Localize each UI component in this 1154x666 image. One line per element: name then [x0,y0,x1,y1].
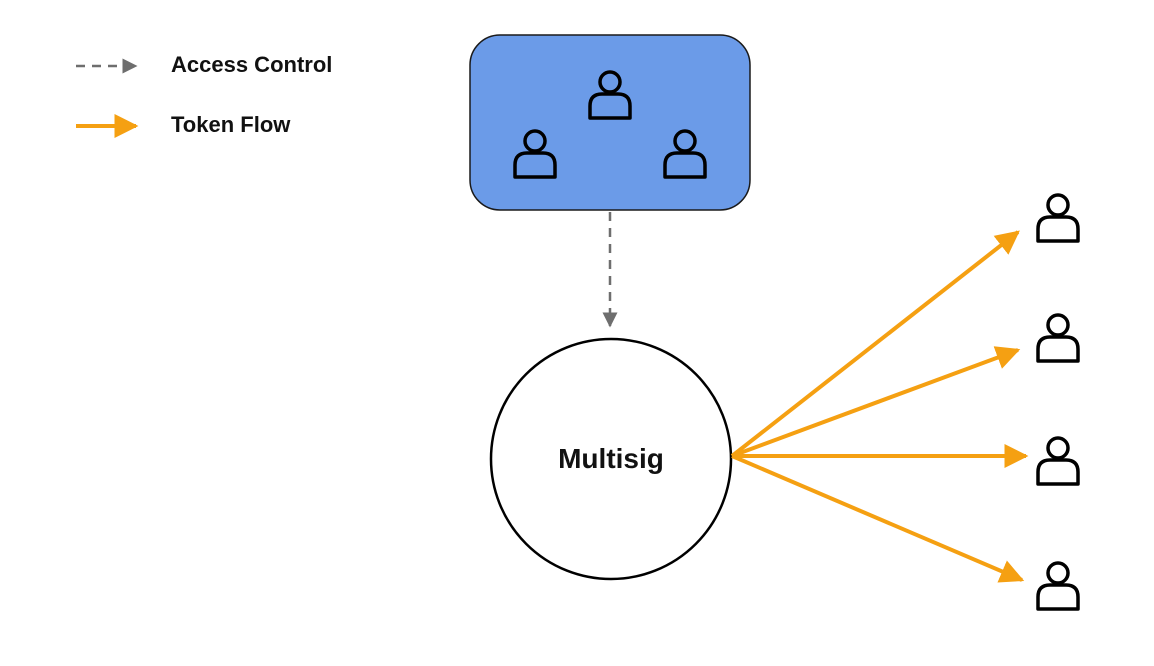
legend-token-flow-label: Token Flow [171,112,291,137]
recipient-person-icon [1036,436,1080,486]
signer-group-box [469,34,751,211]
legend-access-control-label: Access Control [171,52,333,77]
token-flow-arrow [731,454,1025,583]
multisig-label: Multisig [558,443,664,474]
recipient-person-icon [1036,193,1080,243]
token-flow-arrow [731,346,1021,458]
multisig-node [489,337,733,581]
recipient-person-icon [1036,561,1080,611]
token-flow-arrow [730,230,1020,458]
recipient-person-icon [1036,313,1080,363]
